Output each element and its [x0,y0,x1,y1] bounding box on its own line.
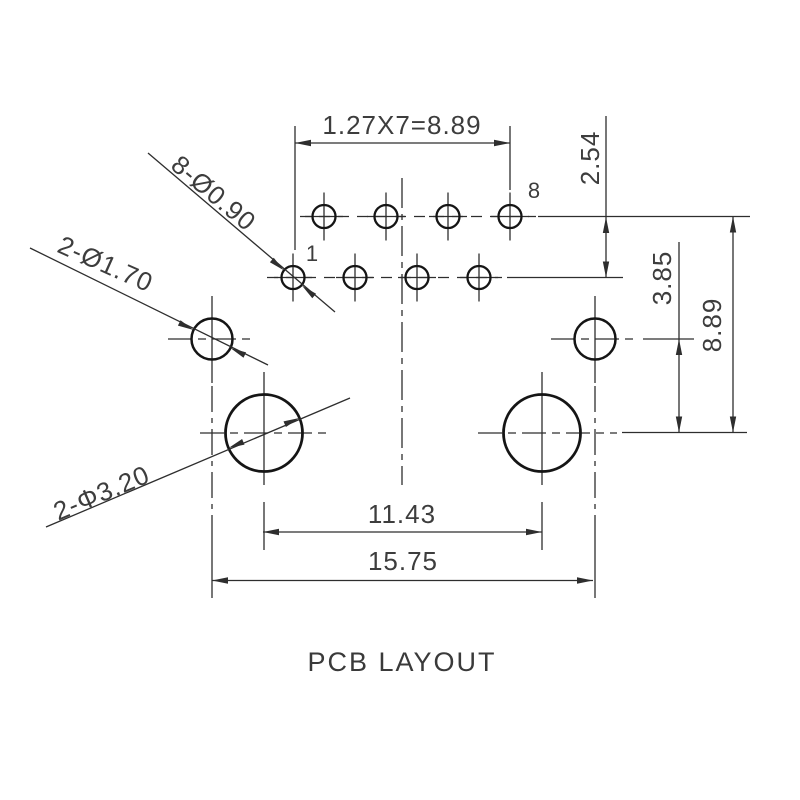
pin-number-first: 1 [306,241,318,266]
pin-hole-3 [342,264,368,291]
arrow-leader-pin-a [269,257,284,271]
dim-text-overall-height: 8.89 [697,298,727,353]
pin-hole-7 [466,264,492,291]
medium-mount-hole-left [190,317,234,361]
dimension-texts: 1.27X7=8.89 2.54 3.85 8.89 11.43 15.75 8… [49,110,727,576]
arrow-leader-large-a [228,439,245,448]
pin-number-last: 8 [528,178,540,203]
callout-text-large-mount-holes: 2-Φ3.20 [49,459,154,526]
arrow-leader-pin-b [302,285,317,299]
arrow-largespacing-right [526,528,542,536]
extension-lines [294,126,750,434]
arrow-rowspacing-down [602,261,610,278]
arrow-pitch-left [295,139,311,147]
arrow-overall-down [729,416,737,433]
pin-hole-2 [311,203,337,230]
arrow-mountoffset-down [675,416,683,433]
leader-pin-holes [147,152,336,313]
arrow-smallmount-left [212,577,228,584]
dim-text-small-mount-spacing: 15.75 [368,546,438,576]
large-mount-hole-right [502,393,582,473]
dim-text-pin-pitch: 1.27X7=8.89 [322,110,481,140]
leader-lines [29,152,351,528]
dim-text-large-spacing: 11.43 [368,499,436,529]
pin-crosshairs [274,192,529,302]
dimension-lines [212,116,734,582]
centerlines [168,178,639,598]
arrow-leader-medium-a [177,320,194,330]
callout-text-pin-holes: 8-Ø0.90 [165,149,262,237]
pin-hole-5 [404,264,430,291]
arrow-pitch-right [494,139,510,147]
pin-hole-6 [435,203,461,230]
pin-hole-1 [280,264,306,291]
pin-hole-4 [373,203,399,230]
arrow-overall-up [729,216,737,233]
arrow-leader-medium-b [230,348,247,358]
dim-text-row-spacing: 2.54 [575,131,605,186]
medium-mount-hole-right [573,317,617,361]
arrowheads [177,139,737,584]
arrow-leader-large-b [283,418,300,427]
drawing-title: PCB LAYOUT [307,647,496,677]
mount-holes [190,317,617,473]
pin-hole-8 [497,203,523,230]
arrow-mountoffset-up [675,339,683,355]
arrow-smallmount-right [577,577,593,584]
pin-holes [280,203,523,291]
callout-text-small-mount-holes: 2-Ø1.70 [53,230,157,298]
dim-text-mount-offset: 3.85 [647,251,677,306]
arrow-largespacing-left [263,528,279,536]
leader-large-mount-holes [45,397,351,528]
large-mount-hole-left [224,393,304,473]
leader-small-mount-holes [29,247,269,366]
arrow-rowspacing-up [602,217,610,233]
